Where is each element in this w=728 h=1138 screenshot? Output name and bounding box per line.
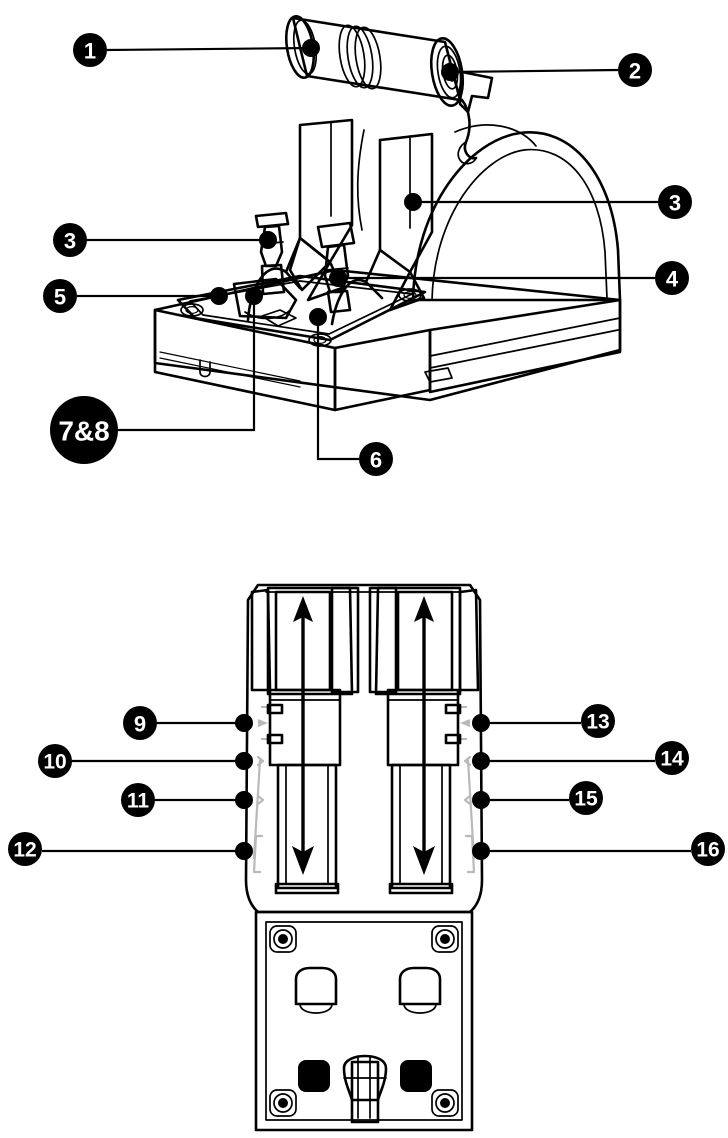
base-plate-keyhole-slots bbox=[294, 966, 442, 1014]
base-plate-screws bbox=[269, 925, 459, 1117]
callout-badge-7-and-8[interactable]: 7&8 bbox=[50, 396, 118, 464]
callout-badge-circle bbox=[569, 781, 603, 815]
callout-badge-10[interactable]: 10 bbox=[38, 744, 72, 778]
callout-badge-3[interactable]: 3 bbox=[53, 223, 87, 257]
callout-badge-1[interactable]: 1 bbox=[73, 33, 107, 67]
callout-badge-circle bbox=[691, 832, 725, 866]
callout-badge-9[interactable]: 9 bbox=[123, 706, 157, 740]
callout-badge-circle bbox=[655, 741, 689, 775]
left-lever-aft-arrow bbox=[292, 690, 314, 875]
callout-badge-6[interactable]: 6 bbox=[359, 442, 393, 476]
callout-badge-circle bbox=[73, 33, 107, 67]
callout-badge-15[interactable]: 15 bbox=[569, 781, 603, 815]
rubber-foot-left bbox=[298, 1060, 330, 1092]
callout-badge-16[interactable]: 16 bbox=[691, 832, 725, 866]
callout-badge-circle bbox=[655, 261, 689, 295]
detent-markers-right bbox=[458, 705, 476, 874]
callout-badge-11[interactable]: 11 bbox=[121, 783, 155, 817]
callout-badge-circle bbox=[38, 744, 72, 778]
callout-badge-3[interactable]: 3 bbox=[658, 185, 692, 219]
callout-badge-4[interactable]: 4 bbox=[655, 261, 689, 295]
figure-top-artwork bbox=[77, 15, 658, 461]
callout-badge-circle bbox=[53, 223, 87, 257]
figure-bottom-artwork bbox=[42, 583, 691, 1132]
callout-badge-circle bbox=[8, 832, 42, 866]
callout-badge-circle bbox=[43, 279, 77, 313]
callout-badge-circle bbox=[123, 706, 157, 740]
callout-badge-circle bbox=[121, 783, 155, 817]
callout-badge-circle bbox=[581, 704, 615, 738]
cable-port bbox=[342, 1054, 388, 1124]
callout-badge-circle bbox=[359, 442, 393, 476]
right-lever-aft-arrow bbox=[413, 690, 435, 875]
callout-badge-2[interactable]: 2 bbox=[618, 53, 652, 87]
leader-line-6 bbox=[316, 317, 359, 461]
callout-badge-5[interactable]: 5 bbox=[43, 279, 77, 313]
callout-badge-12[interactable]: 12 bbox=[8, 832, 42, 866]
callout-badge-circle bbox=[618, 53, 652, 87]
leader-line-2 bbox=[449, 68, 619, 74]
callout-badge-circle bbox=[658, 185, 692, 219]
callout-badge-13[interactable]: 13 bbox=[581, 704, 615, 738]
rubber-foot-right bbox=[400, 1060, 432, 1092]
callout-badge-14[interactable]: 14 bbox=[655, 741, 689, 775]
left-lever-forward-arrow bbox=[293, 596, 313, 690]
leader-line-7-8 bbox=[118, 296, 256, 432]
callout-badge-circle bbox=[50, 396, 118, 464]
leader-line-1 bbox=[106, 46, 312, 52]
right-lever-forward-arrow bbox=[414, 596, 434, 690]
detent-markers-left bbox=[252, 705, 270, 874]
